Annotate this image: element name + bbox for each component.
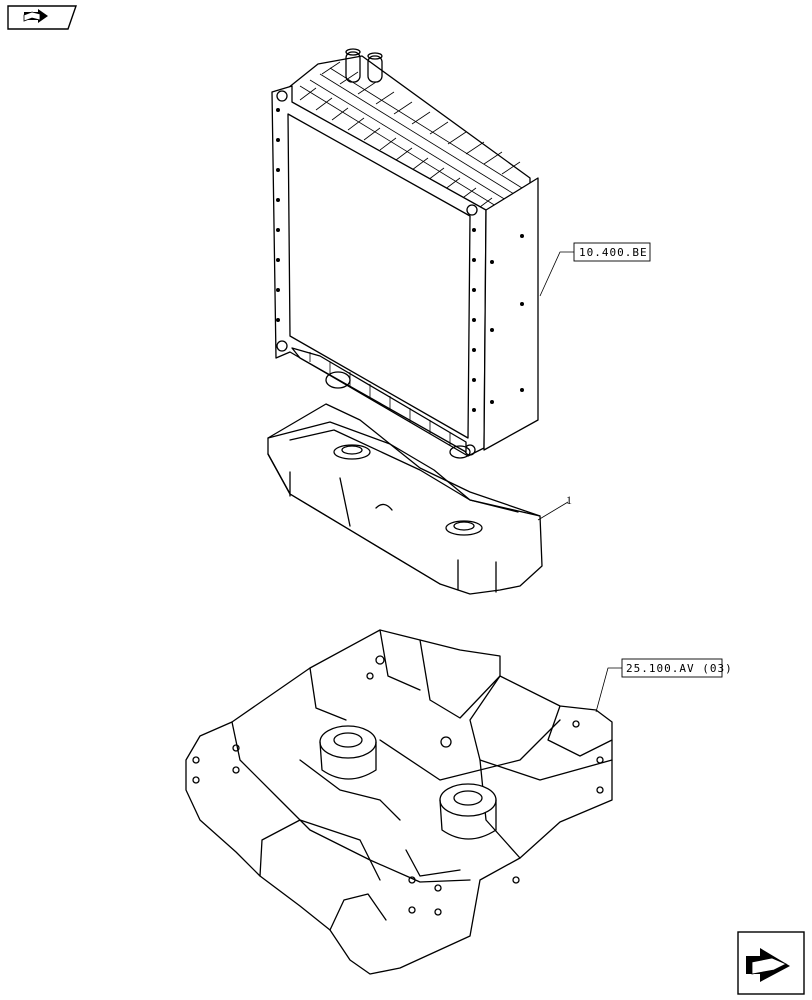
frame-ref-label: 25.100.AV (03)	[626, 662, 733, 675]
radiator-ref-box[interactable]: 10.400.BE	[573, 242, 651, 262]
radiator-leader	[539, 251, 574, 297]
frame-ref-box[interactable]: 25.100.AV (03)	[621, 658, 733, 678]
book-arrow-icon[interactable]	[7, 5, 77, 30]
support-leader	[537, 501, 569, 521]
support-callout[interactable]: 1	[566, 493, 572, 507]
radiator-ref-label: 10.400.BE	[579, 246, 648, 259]
radiator	[271, 48, 539, 459]
next-page-arrow-icon[interactable]	[737, 931, 805, 995]
frame-leader	[595, 667, 622, 713]
radiator-support	[267, 403, 543, 595]
front-axle-frame	[185, 629, 613, 975]
